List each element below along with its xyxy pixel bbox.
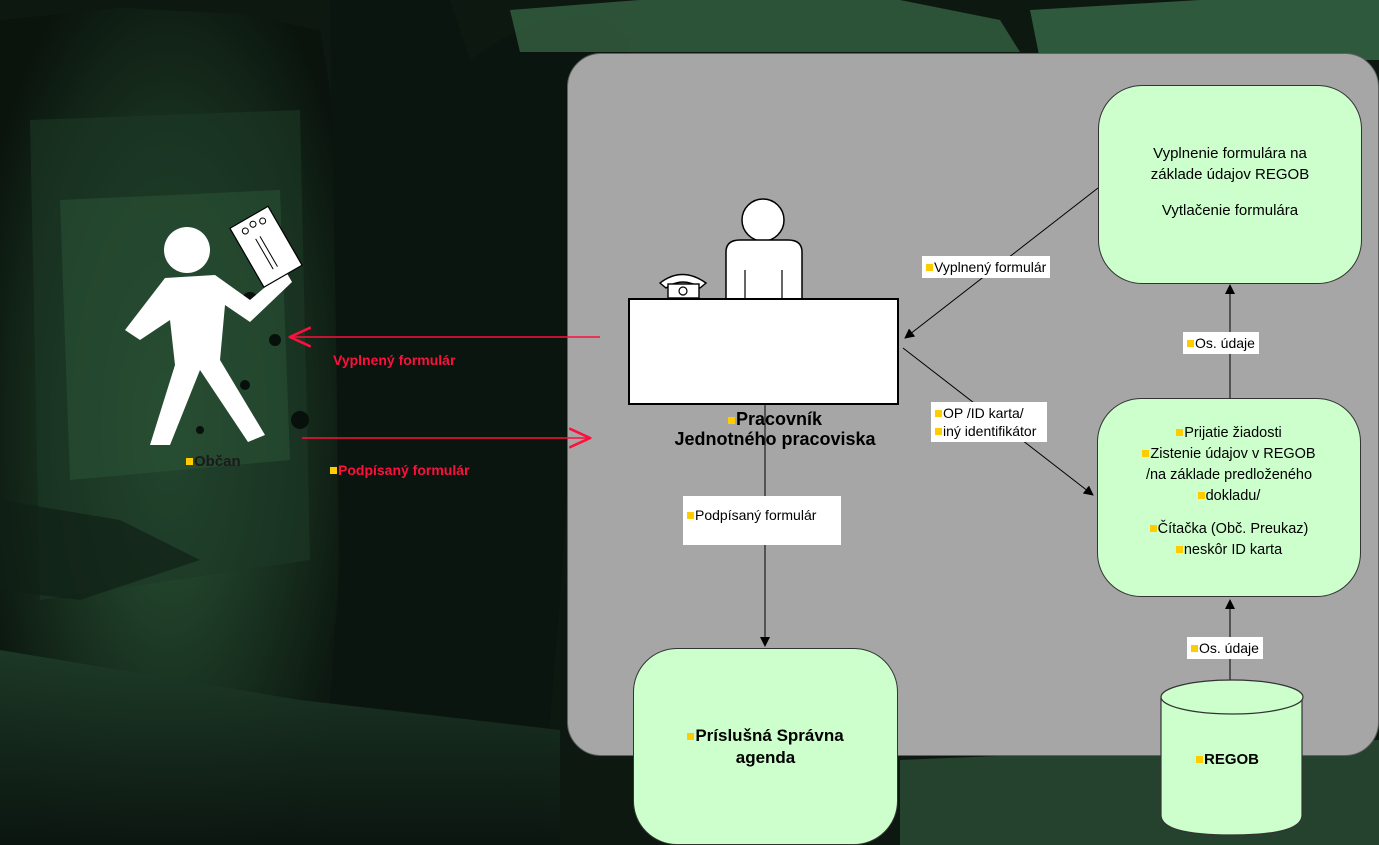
bullet-icon bbox=[1176, 429, 1184, 436]
signed-form-down-label: Podpísaný formulár bbox=[683, 496, 841, 545]
bullet-icon bbox=[1191, 645, 1198, 652]
bullet-icon bbox=[935, 410, 942, 417]
returned-form-label: Vyplnený formulár bbox=[333, 352, 456, 368]
database-label: REGOB bbox=[1196, 751, 1259, 768]
bullet-icon bbox=[1142, 450, 1150, 457]
filled-form-label: Vyplnený formulár bbox=[922, 256, 1051, 278]
bullet-icon bbox=[935, 428, 942, 435]
os-udaje-bottom-label: Os. údaje bbox=[1187, 637, 1263, 659]
bullet-icon bbox=[1175, 546, 1183, 553]
signed-form-label: Podpísaný formulár bbox=[330, 462, 469, 478]
form-fill-box: Vyplnenie formulára na základe údajov RE… bbox=[1098, 85, 1362, 284]
bullet-icon bbox=[1196, 756, 1203, 763]
request-box: Prijatie žiadosti Zistenie údajov v REGO… bbox=[1097, 398, 1361, 597]
worker-desk bbox=[628, 298, 899, 405]
bullet-icon bbox=[330, 467, 337, 474]
bullet-icon bbox=[727, 417, 735, 424]
os-udaje-top-label: Os. údaje bbox=[1183, 332, 1259, 354]
agenda-box: Príslušná Správna agenda bbox=[633, 648, 898, 845]
bullet-icon bbox=[1149, 525, 1157, 532]
citizen-label: Občan bbox=[186, 453, 241, 470]
op-id-label: OP /ID karta/ iný identifikátor bbox=[931, 402, 1047, 442]
bullet-icon bbox=[1187, 340, 1194, 347]
bullet-icon bbox=[926, 264, 933, 271]
bullet-icon bbox=[687, 512, 694, 519]
bullet-icon bbox=[186, 458, 193, 465]
worker-name: Pracovník Jednotného pracoviska bbox=[674, 409, 876, 449]
bullet-icon bbox=[1197, 492, 1205, 499]
bullet-icon bbox=[687, 732, 695, 740]
